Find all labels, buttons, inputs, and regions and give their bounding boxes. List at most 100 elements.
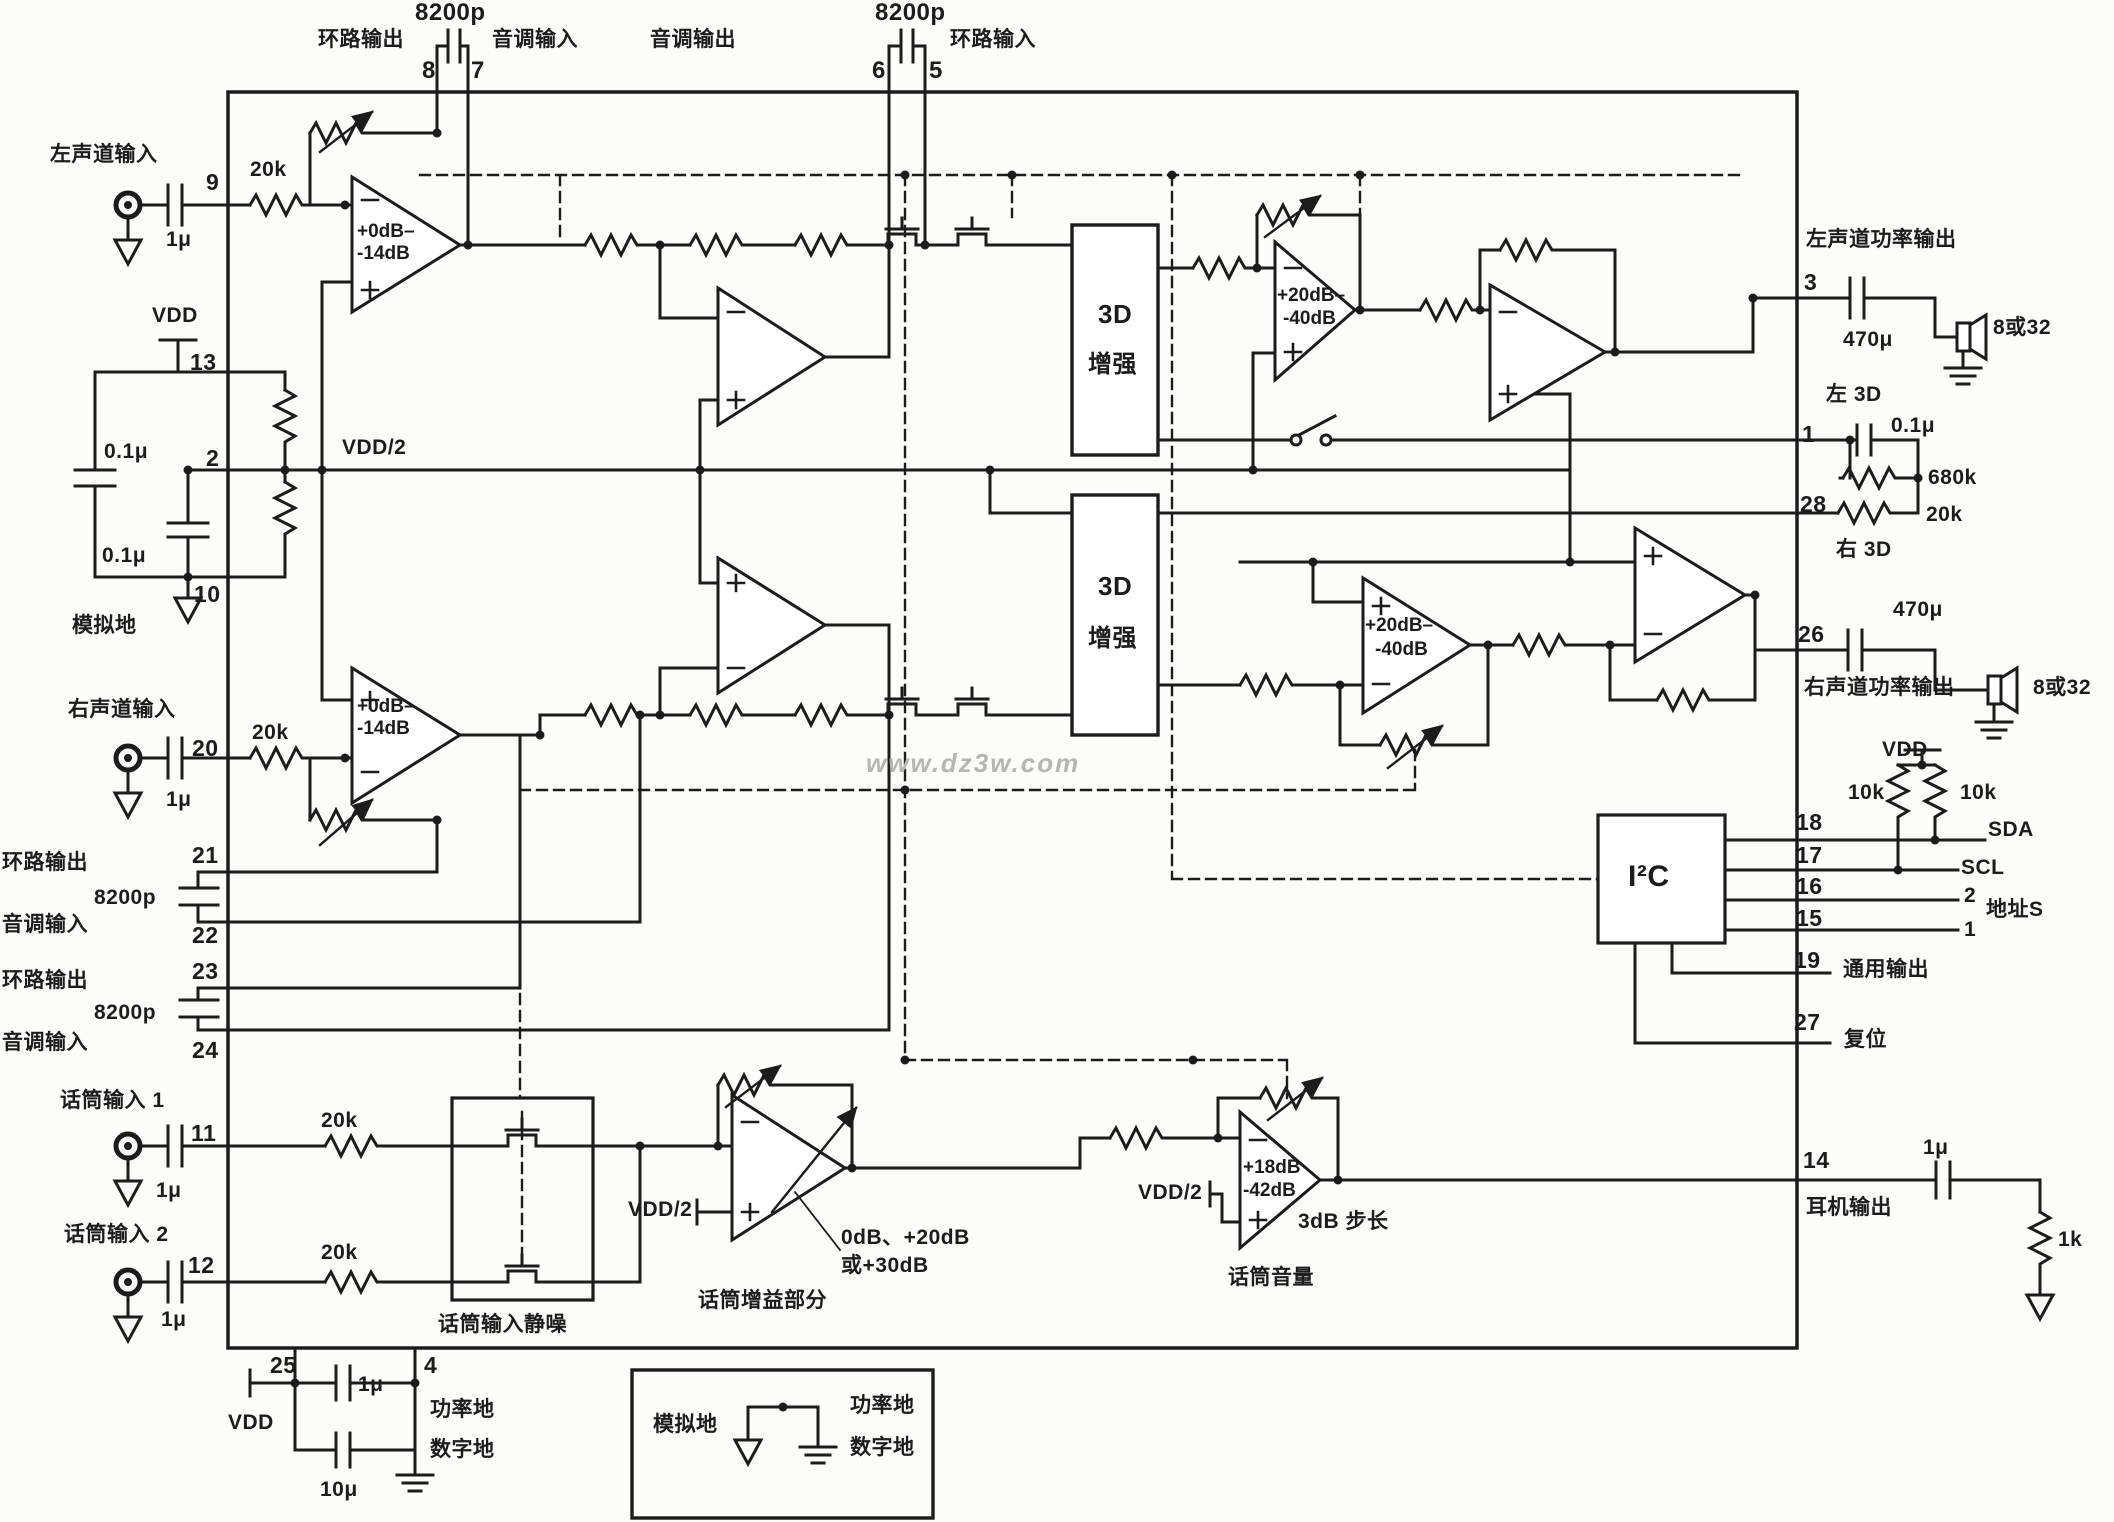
amp2-gain-line1: +0dB–	[357, 696, 415, 717]
opamp-mic-volume	[1238, 1108, 1323, 1252]
pin21-label: 21	[192, 842, 219, 868]
vdd-label-bias: VDD	[152, 304, 198, 327]
cap-01u-bottom-label: 0.1μ	[102, 544, 147, 567]
mic1-cap-label: 1μ	[156, 1179, 182, 1202]
mic2-cap-label: 1μ	[161, 1308, 187, 1331]
pullup-b-label: 10k	[1960, 781, 1997, 804]
3d-enhance-box-left	[1070, 223, 1160, 457]
pin1-label: 1	[1802, 421, 1816, 447]
right-3d-label: 右 3D	[1836, 538, 1892, 561]
top-loop-caps	[435, 28, 927, 94]
pullup-a-label: 10k	[1848, 781, 1885, 804]
tone-in2-label: 音调输入	[2, 1031, 88, 1054]
mic1-input-label: 话筒输入 1	[60, 1089, 165, 1112]
pin24-label: 24	[192, 1037, 219, 1063]
loop-in-top-label: 环路输入	[950, 28, 1036, 51]
right-out-cap-label: 470μ	[1893, 598, 1943, 621]
legend-digital-gnd-label: 数字地	[850, 1436, 915, 1459]
opamp-polarity-marks	[360, 198, 1663, 1230]
pin15-label: 15	[1796, 905, 1823, 931]
vdd-label-i2c: VDD	[1882, 738, 1928, 761]
power-cap2-label: 10μ	[320, 1478, 358, 1501]
pin20-label: 20	[192, 735, 219, 761]
addr2-label: 2	[1964, 884, 1977, 907]
amp3-gain-line2: -40dB	[1283, 308, 1336, 329]
pin19-label: 19	[1794, 947, 1821, 973]
gp-out-label: 通用输出	[1843, 958, 1929, 981]
legend-box	[630, 1368, 935, 1520]
pin22-label: 22	[192, 922, 219, 948]
left-3d-label: 左 3D	[1826, 383, 1882, 406]
vdd-half-mic-vol-label: VDD/2	[1138, 1181, 1203, 1204]
left-channel-input-label: 左声道输入	[50, 143, 158, 166]
mic1-res-label: 20k	[321, 1109, 358, 1132]
mic-mute-label: 话筒输入静噪	[438, 1313, 567, 1336]
addr-s-label: 地址S	[1986, 898, 2044, 921]
loop-out1-label: 环路输出	[2, 851, 88, 874]
sda-label: SDA	[1988, 818, 2034, 841]
pin26-label: 26	[1798, 621, 1825, 647]
pin14-label: 14	[1803, 1147, 1830, 1173]
left-load-label: 8或32	[1993, 316, 2052, 339]
left-tone-chain	[320, 90, 1074, 702]
right-load-label: 8或32	[2033, 676, 2092, 699]
opamp-mic-gain	[730, 1092, 848, 1243]
cap-01u-top-label: 0.1μ	[104, 440, 149, 463]
opamp-tone-right	[716, 555, 828, 696]
pin23-label: 23	[192, 958, 219, 984]
mic-vol-step-label: 3dB 步长	[1298, 1210, 1389, 1233]
scl-label: SCL	[1961, 856, 2005, 879]
mic-section-wiring	[113, 1073, 2055, 1343]
opamp-volume-left	[1273, 238, 1358, 384]
reset-label: 复位	[1844, 1028, 1887, 1051]
gain-callout-line	[793, 1190, 842, 1252]
opamp-power-left	[1488, 282, 1608, 423]
ic-boundary	[226, 90, 1799, 1350]
mic-mute-box	[450, 1096, 595, 1302]
pin7-label: 7	[471, 57, 485, 84]
cap-8200p-2-label: 8200p	[875, 0, 946, 26]
left-power-out-label: 左声道功率输出	[1806, 228, 1957, 251]
mic-gain-opts-line2: 或+30dB	[841, 1254, 929, 1277]
pin12-label: 12	[188, 1252, 215, 1278]
vdd-label-power: VDD	[228, 1411, 274, 1434]
pin17-label: 17	[1796, 842, 1823, 868]
hp-res-label: 1k	[2058, 1228, 2083, 1251]
i2c-block	[1596, 813, 1727, 945]
pin25-label: 25	[270, 1352, 297, 1378]
hp-cap-label: 1μ	[1923, 1136, 1949, 1159]
vdd2-rail	[186, 392, 1637, 604]
opamp-volume-right	[1361, 575, 1473, 716]
mic2-input-label: 话筒输入 2	[64, 1223, 169, 1246]
headphone-out-label: 耳机输出	[1806, 1196, 1892, 1219]
digital-gnd-label: 数字地	[430, 1438, 495, 1461]
cap-3d-label: 0.1μ	[1891, 414, 1936, 437]
opamp-tone-left	[716, 285, 828, 428]
cap-8200p-1-label: 8200p	[415, 0, 486, 26]
tone-out-top-label: 音调输出	[650, 28, 736, 51]
pin5-label: 5	[929, 57, 943, 84]
addr1-label: 1	[1964, 918, 1977, 941]
enhance1-line2: 增强	[1088, 351, 1137, 378]
pin2-label: 2	[206, 445, 220, 471]
enhance2-line1: 3D	[1098, 571, 1133, 601]
tone-in-top-label: 音调输入	[492, 28, 578, 51]
3d-pin-network	[988, 413, 1920, 525]
mic-vol-gain-line2: -42dB	[1243, 1180, 1296, 1201]
analog-gnd-label: 模拟地	[72, 614, 137, 637]
pin28-label: 28	[1800, 491, 1827, 517]
pin6-label: 6	[872, 57, 886, 84]
amp1-gain-line1: +0dB–	[357, 221, 415, 242]
op-amps	[350, 174, 1748, 1252]
pin11-label: 11	[191, 1120, 217, 1146]
adjust-arrows	[318, 110, 1444, 1252]
mic-vol-gain-line1: +18dB	[1243, 1157, 1301, 1178]
speaker-outputs	[1846, 276, 2019, 740]
i2c-block-label: I²C	[1628, 860, 1670, 893]
opamp-left-input	[350, 174, 463, 315]
res-20k-label: 20k	[1926, 503, 1963, 526]
mic-gain-opts-line1: 0dB、+20dB	[841, 1226, 970, 1249]
power-cap1-label: 1μ	[358, 1373, 384, 1396]
tone-buffer1-wiring	[658, 90, 927, 472]
